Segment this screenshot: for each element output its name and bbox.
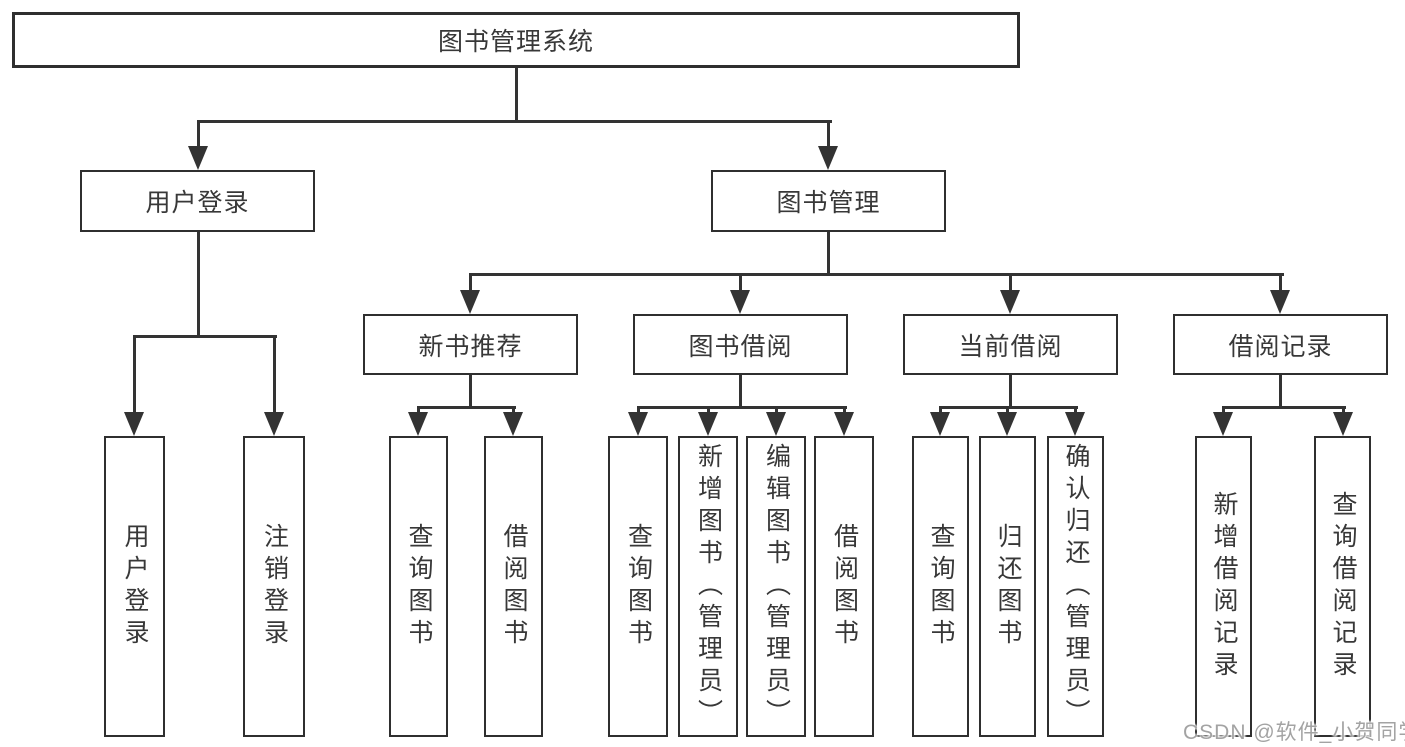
connector-arrow-stem xyxy=(826,120,830,150)
connector-arrow-stem xyxy=(132,335,136,416)
connector-arrow-stem xyxy=(842,406,846,416)
connector-vline xyxy=(468,375,472,409)
node-label: 借阅图书 xyxy=(830,522,859,651)
connector-vline xyxy=(1008,375,1012,409)
leaf-logout: 注销登录 xyxy=(243,436,305,737)
connector-vline xyxy=(514,68,518,122)
node-book-borrowing: 图书借阅 xyxy=(633,314,848,375)
node-book-management: 图书管理 xyxy=(711,170,946,232)
leaf-query-books-borrowing: 查询图书 xyxy=(608,436,668,737)
node-new-book-recommend: 新书推荐 xyxy=(363,314,578,375)
node-label: 查询图书 xyxy=(405,522,433,651)
node-label: 新增图书（管理员） xyxy=(694,442,723,731)
arrow-down-icon xyxy=(1270,290,1290,314)
connector-arrow-stem xyxy=(1073,406,1077,416)
leaf-user-login: 用户登录 xyxy=(104,436,165,737)
connector-arrow-stem xyxy=(636,406,640,416)
arrow-down-icon xyxy=(730,290,750,314)
node-label: 借阅图书 xyxy=(500,522,528,651)
connector-arrow-stem xyxy=(1278,273,1282,294)
connector-vline xyxy=(826,232,830,276)
connector-vline xyxy=(738,375,742,409)
node-borrowing-records: 借阅记录 xyxy=(1173,314,1388,375)
arrow-down-icon xyxy=(1065,412,1085,436)
node-label: 用户登录 xyxy=(121,522,149,651)
arrow-down-icon xyxy=(460,290,480,314)
arrow-down-icon xyxy=(818,146,838,170)
node-label: 编辑图书（管理员） xyxy=(762,442,791,731)
connector-arrow-stem xyxy=(738,273,742,294)
connector-vline xyxy=(1278,375,1282,409)
node-label: 用户登录 xyxy=(145,189,250,217)
connector-hline xyxy=(416,406,516,409)
node-label: 新增借阅记录 xyxy=(1210,490,1238,683)
node-label: 注销登录 xyxy=(260,522,289,651)
arrow-down-icon xyxy=(834,412,854,436)
node-label: 图书管理 xyxy=(776,189,881,217)
connector-hline xyxy=(132,335,277,338)
node-label: 图书管理系统 xyxy=(437,28,594,56)
node-label: 确认归还（管理员） xyxy=(1062,442,1090,731)
arrow-down-icon xyxy=(264,412,284,436)
connector-hline xyxy=(468,273,1284,276)
connector-arrow-stem xyxy=(1221,406,1225,416)
connector-arrow-stem xyxy=(196,120,200,150)
arrow-down-icon xyxy=(930,412,950,436)
arrow-down-icon xyxy=(124,412,144,436)
node-label: 归还图书 xyxy=(994,522,1022,651)
leaf-confirm-return-admin: 确认归还（管理员） xyxy=(1047,436,1104,737)
arrow-down-icon xyxy=(188,146,208,170)
leaf-return-book: 归还图书 xyxy=(979,436,1036,737)
connector-arrow-stem xyxy=(1005,406,1009,416)
arrow-down-icon xyxy=(766,412,786,436)
node-label: 当前借阅 xyxy=(958,332,1063,361)
connector-arrow-stem xyxy=(938,406,942,416)
node-library-management-system: 图书管理系统 xyxy=(12,12,1020,68)
connector-arrow-stem xyxy=(416,406,420,416)
leaf-edit-book-admin: 编辑图书（管理员） xyxy=(746,436,806,737)
arrow-down-icon xyxy=(628,412,648,436)
connector-hline xyxy=(196,120,832,123)
node-label: 查询图书 xyxy=(927,522,955,651)
arrow-down-icon xyxy=(997,412,1017,436)
arrow-down-icon xyxy=(408,412,428,436)
connector-hline xyxy=(636,406,847,409)
connector-arrow-stem xyxy=(272,335,276,416)
leaf-borrow-books-recommend: 借阅图书 xyxy=(484,436,543,737)
connector-arrow-stem xyxy=(511,406,515,416)
leaf-add-book-admin: 新增图书（管理员） xyxy=(678,436,738,737)
leaf-query-borrow-record: 查询借阅记录 xyxy=(1314,436,1371,737)
leaf-query-books-recommend: 查询图书 xyxy=(389,436,448,737)
node-label: 图书借阅 xyxy=(688,332,793,361)
arrow-down-icon xyxy=(1333,412,1353,436)
node-label: 新书推荐 xyxy=(418,332,523,361)
node-label: 查询借阅记录 xyxy=(1329,490,1357,683)
connector-vline xyxy=(196,232,200,338)
leaf-borrow-books-borrowing: 借阅图书 xyxy=(814,436,874,737)
arrow-down-icon xyxy=(503,412,523,436)
leaf-add-borrow-record: 新增借阅记录 xyxy=(1195,436,1252,737)
connector-arrow-stem xyxy=(1341,406,1345,416)
connector-arrow-stem xyxy=(774,406,778,416)
arrow-down-icon xyxy=(698,412,718,436)
connector-arrow-stem xyxy=(706,406,710,416)
node-user-login: 用户登录 xyxy=(80,170,315,232)
node-label: 查询图书 xyxy=(624,522,653,651)
csdn-watermark: CSDN @软件_小贺同学 xyxy=(1183,721,1405,744)
leaf-query-books-current: 查询图书 xyxy=(912,436,969,737)
arrow-down-icon xyxy=(1000,290,1020,314)
node-current-borrowing: 当前借阅 xyxy=(903,314,1118,375)
connector-hline xyxy=(1221,406,1346,409)
connector-arrow-stem xyxy=(468,273,472,294)
node-label: 借阅记录 xyxy=(1228,332,1333,361)
connector-arrow-stem xyxy=(1008,273,1012,294)
arrow-down-icon xyxy=(1213,412,1233,436)
